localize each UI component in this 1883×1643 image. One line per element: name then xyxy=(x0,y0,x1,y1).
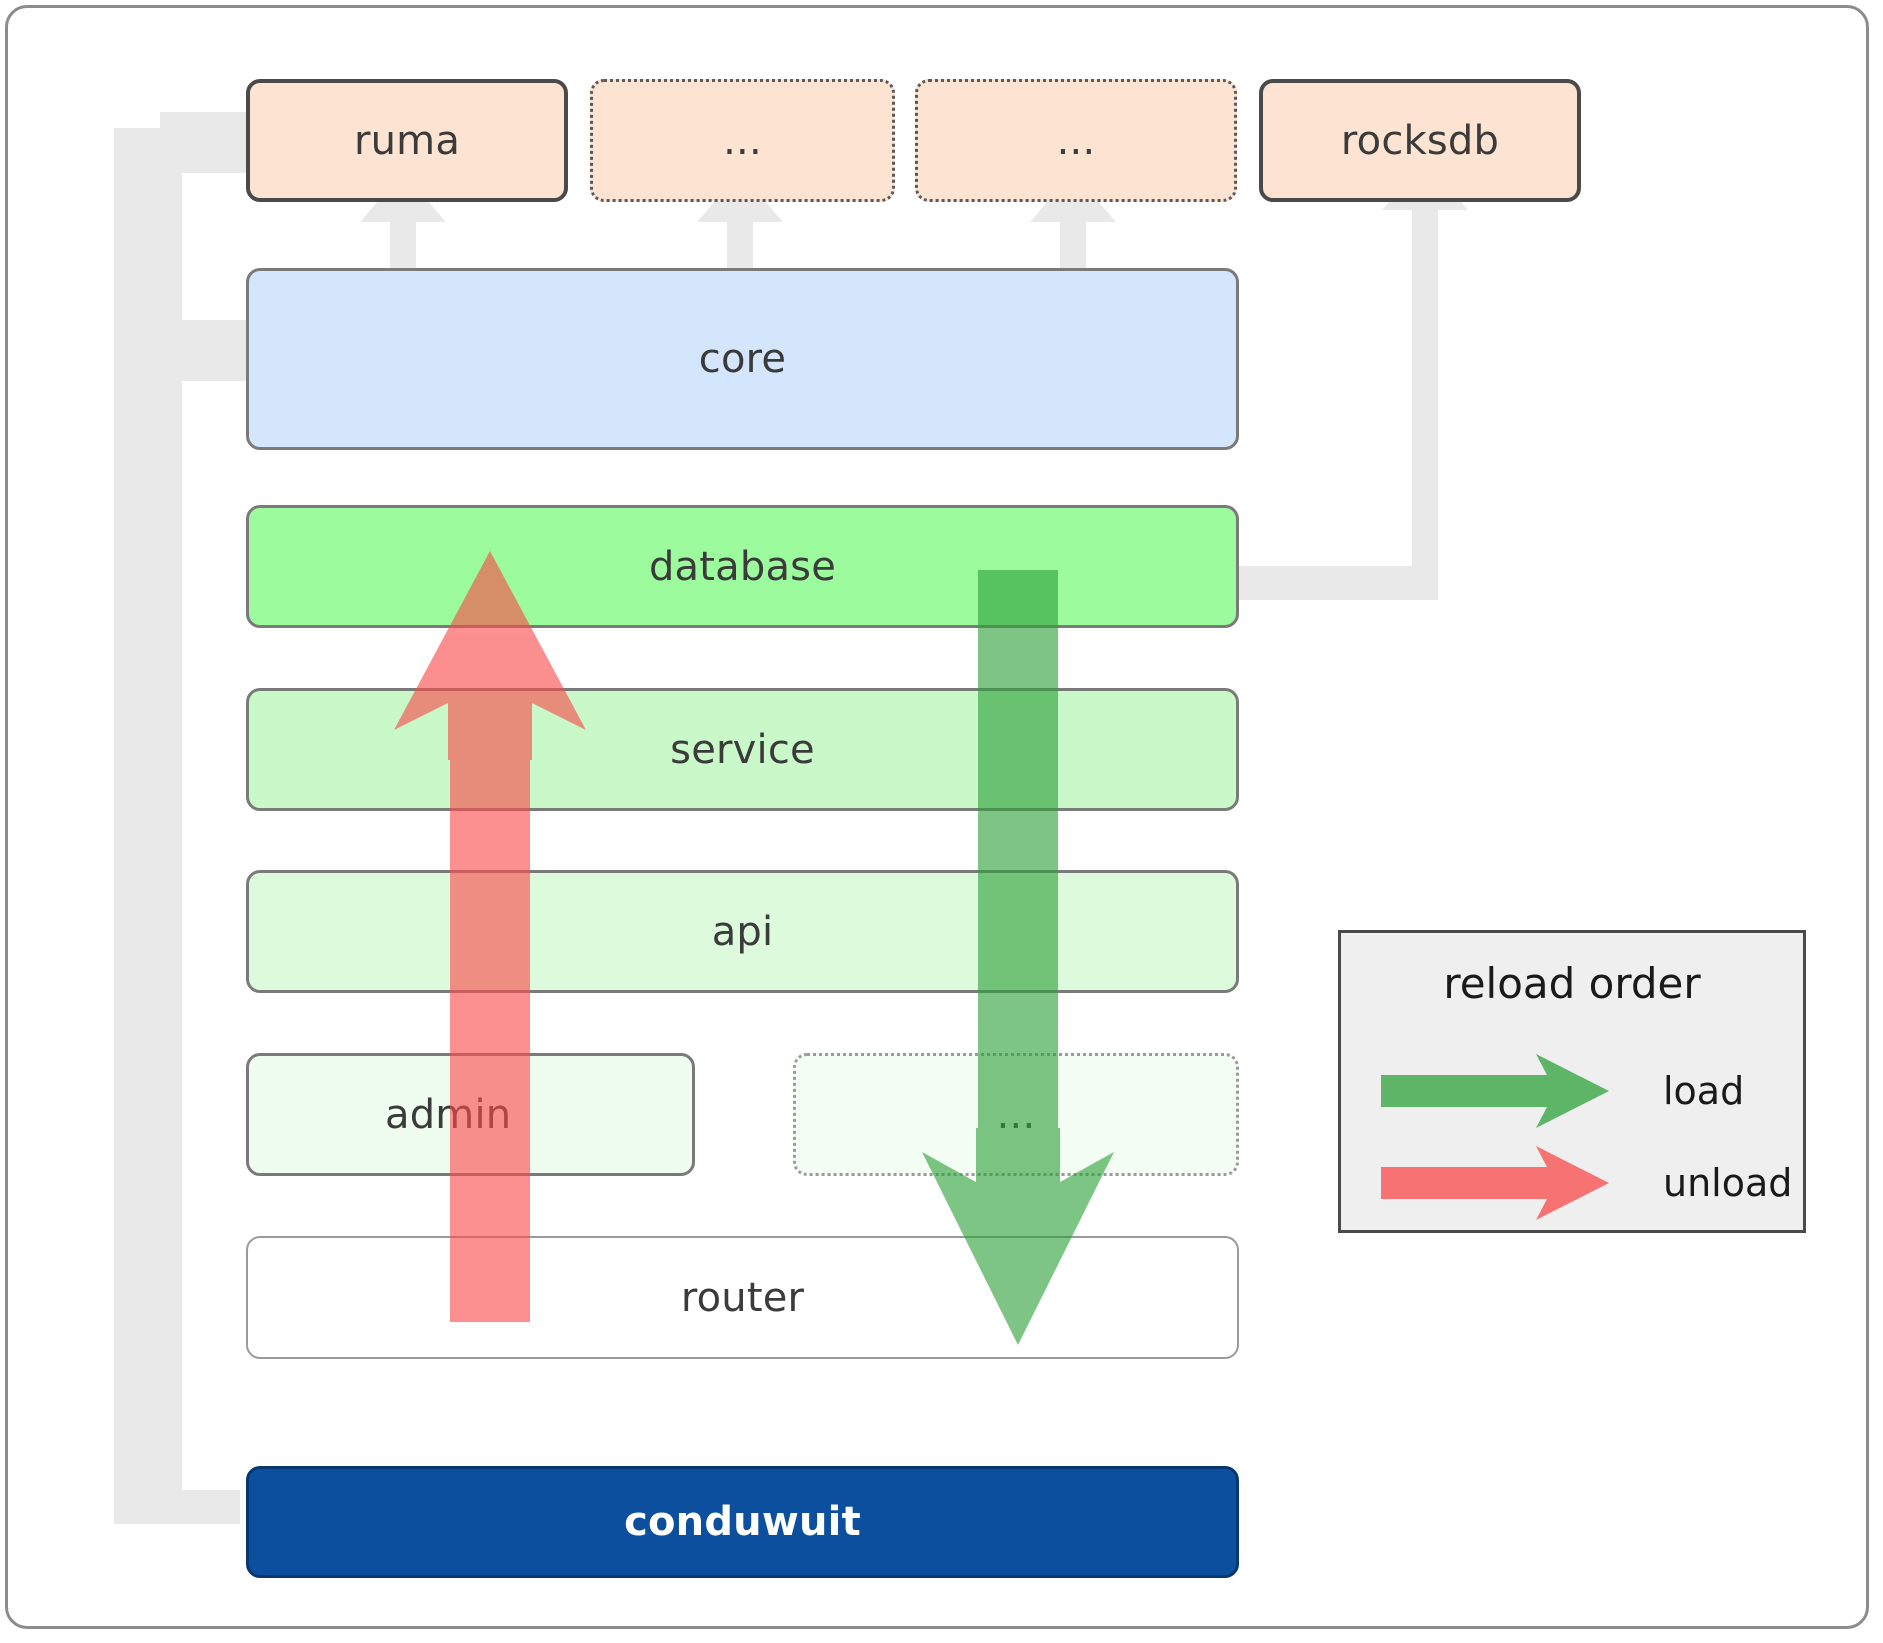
crate-label-ext2: ... xyxy=(1056,117,1096,164)
crate-box-ext2[interactable]: ... xyxy=(915,79,1237,202)
layer-box-etc[interactable]: ... xyxy=(793,1053,1239,1176)
crate-box-ruma[interactable]: ruma xyxy=(246,79,568,202)
binary-label-conduwuit: conduwuit xyxy=(624,1499,861,1545)
legend-arrow-unload xyxy=(1381,1143,1621,1223)
legend-panel: reload order load xyxy=(1338,930,1806,1233)
layer-box-admin[interactable]: admin xyxy=(246,1053,695,1176)
layer-label-admin: admin xyxy=(385,1091,512,1138)
legend-row-unload: unload xyxy=(1341,1143,1803,1223)
layer-box-service[interactable]: service xyxy=(246,688,1239,811)
layer-label-database: database xyxy=(648,543,837,590)
crate-label-ruma: ruma xyxy=(353,117,461,164)
layer-label-service: service xyxy=(670,726,815,773)
diagram-frame xyxy=(5,5,1869,1629)
layer-box-api[interactable]: api xyxy=(246,870,1239,993)
layer-box-router[interactable]: router xyxy=(246,1236,1239,1359)
layer-box-database[interactable]: database xyxy=(246,505,1239,628)
legend-row-load: load xyxy=(1341,1051,1803,1131)
layer-box-core[interactable]: core xyxy=(246,268,1239,450)
crate-box-ext1[interactable]: ... xyxy=(590,79,895,202)
legend-arrow-load xyxy=(1381,1051,1621,1131)
crate-label-rocksdb: rocksdb xyxy=(1340,117,1500,164)
crate-label-ext1: ... xyxy=(723,117,762,164)
layer-label-api: api xyxy=(711,908,774,955)
legend-title: reload order xyxy=(1443,959,1701,1008)
layer-label-etc: ... xyxy=(996,1091,1036,1138)
binary-box-conduwuit[interactable]: conduwuit xyxy=(246,1466,1239,1578)
layer-label-core: core xyxy=(698,336,787,382)
layer-label-router: router xyxy=(680,1274,805,1321)
crate-box-rocksdb[interactable]: rocksdb xyxy=(1259,79,1581,202)
legend-label-load: load xyxy=(1663,1069,1745,1113)
legend-label-unload: unload xyxy=(1663,1161,1793,1205)
